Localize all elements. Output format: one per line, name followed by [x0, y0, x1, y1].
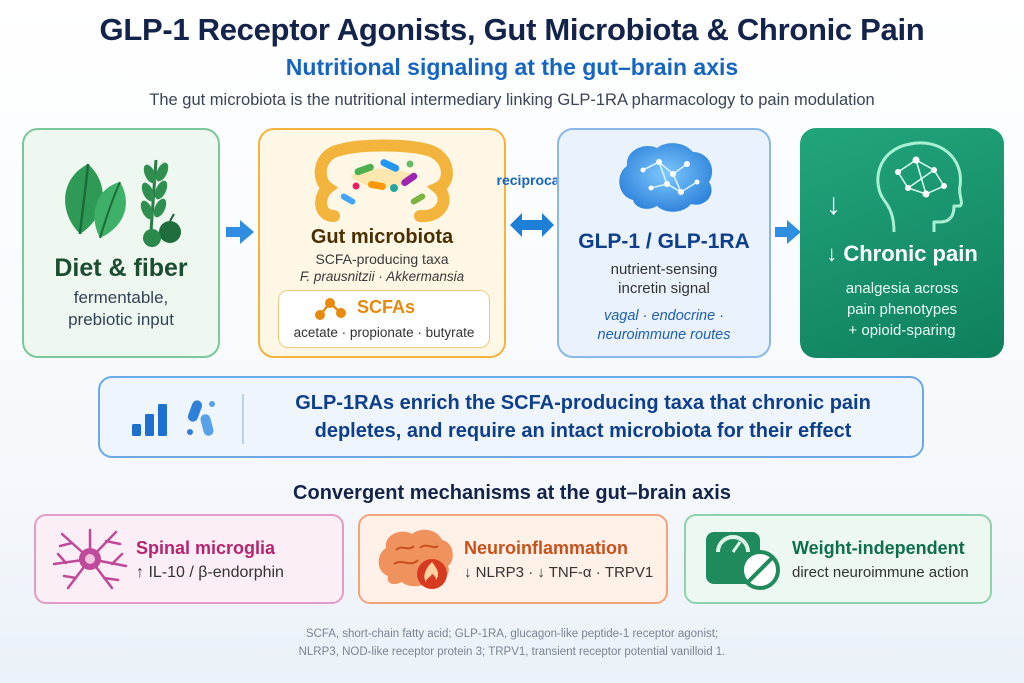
diet-fiber-card: Diet & fiber fermentable, prebiotic inpu…: [22, 128, 220, 358]
pain-line-2: pain phenotypes: [846, 301, 958, 318]
glp-line-2: incretin signal: [618, 280, 710, 297]
microglia-title: Spinal microglia: [136, 538, 276, 558]
glp-line-1: nutrient-sensing: [610, 261, 718, 278]
brain-icon: [619, 143, 713, 212]
microglia-icon: [52, 528, 128, 590]
pain-down-arrow: ↓: [826, 188, 841, 221]
banner-line-1: GLP-1RAs enrich the SCFA-producing taxa …: [295, 392, 871, 414]
arrow-diet-to-gut: [226, 220, 254, 244]
scfa-title: SCFAs: [357, 297, 416, 317]
pain-line-3: + opioid-sparing: [848, 322, 956, 339]
gut-taxa: F. prausnitzii · Akkermansia: [299, 269, 465, 284]
glp-routes-1: vagal · endocrine ·: [603, 308, 725, 324]
reciprocal-double-arrow: [510, 213, 554, 237]
page-subtitle: Nutritional signaling at the gut–brain a…: [285, 54, 739, 80]
page-tagline: The gut microbiota is the nutritional in…: [149, 91, 875, 109]
diet-line-1: fermentable,: [73, 288, 169, 307]
banner-divider: [242, 394, 244, 444]
footnote-line-2: NLRP3, NOD-like receptor protein 3; TRPV…: [298, 646, 726, 658]
mechanism-card-microglia: Spinal microglia ↑ IL-10 / β-endorphin: [34, 514, 344, 604]
reciprocal-label: reciprocal: [496, 172, 564, 188]
diet-title: Diet & fiber: [54, 254, 188, 282]
gut-title: Gut microbiota: [310, 226, 454, 248]
glp1-card: GLP-1 / GLP-1RA nutrient-sensing increti…: [557, 128, 771, 358]
diet-line-2: prebiotic input: [68, 310, 174, 329]
gut-desc: SCFA-producing taxa: [315, 251, 449, 267]
pain-title: ↓ Chronic pain: [826, 241, 978, 266]
weight-detail: direct neuroimmune action: [792, 564, 969, 581]
scfa-box: SCFAs acetate · propionate · butyrate: [278, 290, 490, 348]
neuro-detail: ↓ NLRP3 · ↓ TNF-α · TRPV1: [464, 564, 654, 581]
weight-title: Weight-independent: [792, 538, 965, 558]
bacteria-icon: [187, 400, 215, 436]
gut-microbiota-card: Gut microbiota SCFA-producing taxa F. pr…: [258, 128, 506, 358]
footnote-line-1: SCFA, short-chain fatty acid; GLP-1RA, g…: [305, 628, 719, 640]
pain-line-1: analgesia across: [845, 280, 959, 297]
bar-chart-icon: [132, 404, 167, 436]
banner-line-2: depletes, and require an intact microbio…: [314, 420, 852, 442]
molecule-icon: [315, 298, 346, 320]
glp-title: GLP-1 / GLP-1RA: [578, 230, 750, 253]
page-title: GLP-1 Receptor Agonists, Gut Microbiota …: [99, 12, 925, 47]
arrow-glp-to-pain: [775, 220, 801, 244]
intestine-bacteria-icon: [314, 139, 453, 223]
mechanism-card-weight: Weight-independent direct neuroimmune ac…: [684, 514, 992, 604]
vegetables-icon: [65, 159, 181, 247]
neuro-title: Neuroinflammation: [464, 538, 629, 558]
scale-no-icon: [706, 532, 780, 590]
chronic-pain-card: ↓ ↓ Chronic pain analgesia across pain p…: [800, 128, 1004, 358]
glp-routes-2: neuroimmune routes: [597, 327, 731, 343]
key-finding-banner: GLP-1RAs enrich the SCFA-producing taxa …: [98, 376, 924, 458]
mechanisms-title: Convergent mechanisms at the gut–brain a…: [293, 482, 731, 504]
scfa-list: acetate · propionate · butyrate: [293, 325, 475, 340]
head-neural-icon: [876, 141, 963, 233]
microglia-detail: ↑ IL-10 / β-endorphin: [136, 564, 284, 581]
inflamed-brain-icon: [378, 529, 453, 589]
mechanism-card-neuroinflammation: Neuroinflammation ↓ NLRP3 · ↓ TNF-α · TR…: [358, 514, 668, 604]
